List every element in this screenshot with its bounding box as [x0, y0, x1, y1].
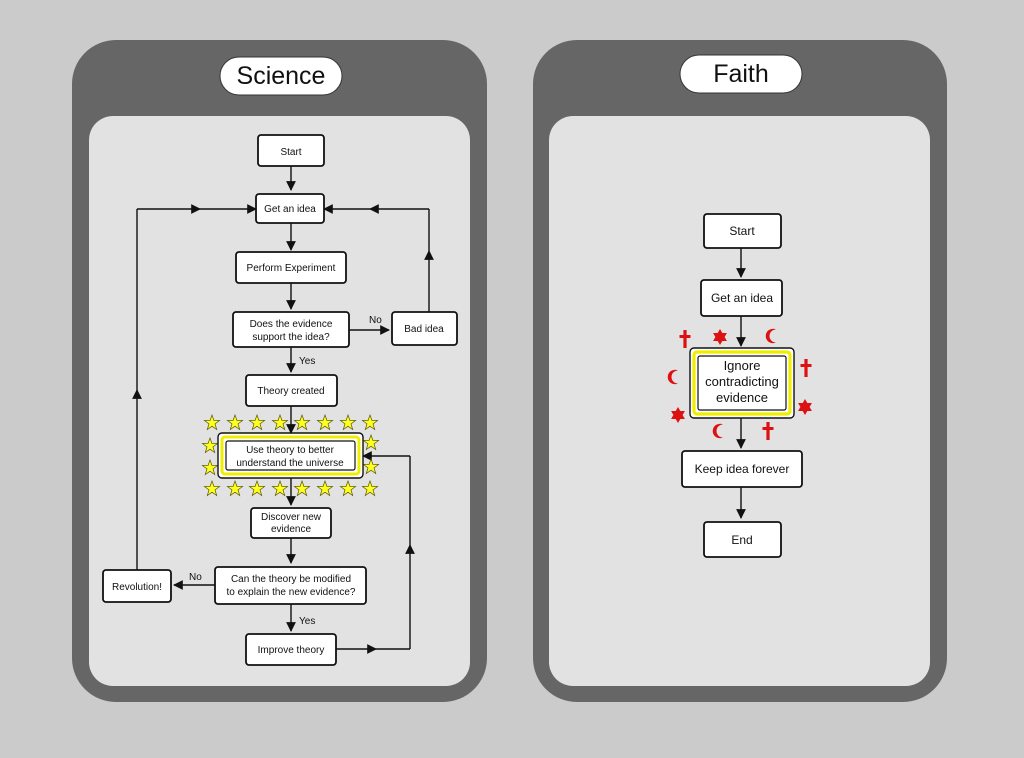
faith-node-end: End	[703, 521, 782, 558]
science-title-pill	[219, 56, 343, 96]
edge-label-no: No	[369, 315, 382, 326]
node-label: Can the theory be modified	[231, 574, 351, 585]
faith-title-pill	[679, 54, 803, 94]
edge-label-yes: Yes	[299, 356, 315, 367]
node-label: Bad idea	[404, 324, 444, 335]
node-use-theory: Use theory to better understand the univ…	[217, 432, 364, 479]
node-label: Start	[729, 224, 755, 238]
node-label: Keep idea forever	[695, 462, 790, 476]
node-label: Get an idea	[264, 204, 316, 215]
node-get-idea: Get an idea	[255, 193, 325, 224]
node-label: understand the universe	[236, 458, 344, 469]
node-label: Theory created	[257, 386, 324, 397]
node-label: Discover new	[261, 512, 322, 523]
edge-label-no: No	[189, 572, 202, 583]
node-start: Start	[257, 134, 325, 167]
node-discover-evidence: Discover new evidence	[250, 507, 332, 539]
node-label: support the idea?	[252, 332, 330, 343]
node-label: evidence	[271, 524, 311, 535]
node-label: contradicting	[705, 374, 779, 389]
node-label: evidence	[716, 390, 768, 405]
node-modify-decision: Can the theory be modified to explain th…	[214, 566, 367, 605]
node-label: to explain the new evidence?	[227, 587, 356, 598]
faith-node-ignore-evidence: Ignore contradicting evidence	[689, 347, 795, 419]
node-label: Use theory to better	[246, 445, 334, 456]
faith-node-start: Start	[703, 213, 782, 249]
science-title: Science	[237, 62, 326, 90]
edge-label-yes: Yes	[299, 616, 315, 627]
science-panel: Science No	[72, 40, 487, 702]
node-label: Start	[280, 147, 301, 158]
node-label: Get an idea	[711, 291, 773, 305]
node-improve-theory: Improve theory	[245, 633, 337, 666]
node-label: Perform Experiment	[247, 263, 336, 274]
science-connectors	[132, 166, 434, 654]
faith-node-get-idea: Get an idea	[700, 279, 783, 317]
node-label: Ignore	[724, 358, 761, 373]
node-revolution: Revolution!	[102, 569, 172, 603]
node-label: Revolution!	[112, 582, 162, 593]
node-label: Does the evidence	[250, 319, 333, 330]
node-evidence-decision: Does the evidence support the idea?	[232, 311, 350, 348]
faith-title: Faith	[713, 60, 769, 88]
node-perform-experiment: Perform Experiment	[235, 251, 347, 284]
faith-node-keep-idea: Keep idea forever	[681, 450, 803, 488]
node-theory-created: Theory created	[245, 374, 338, 407]
faith-panel: Faith Start Get an idea	[533, 40, 947, 702]
node-label: End	[731, 533, 752, 547]
node-bad-idea: Bad idea	[391, 311, 458, 346]
node-label: Improve theory	[258, 645, 325, 656]
